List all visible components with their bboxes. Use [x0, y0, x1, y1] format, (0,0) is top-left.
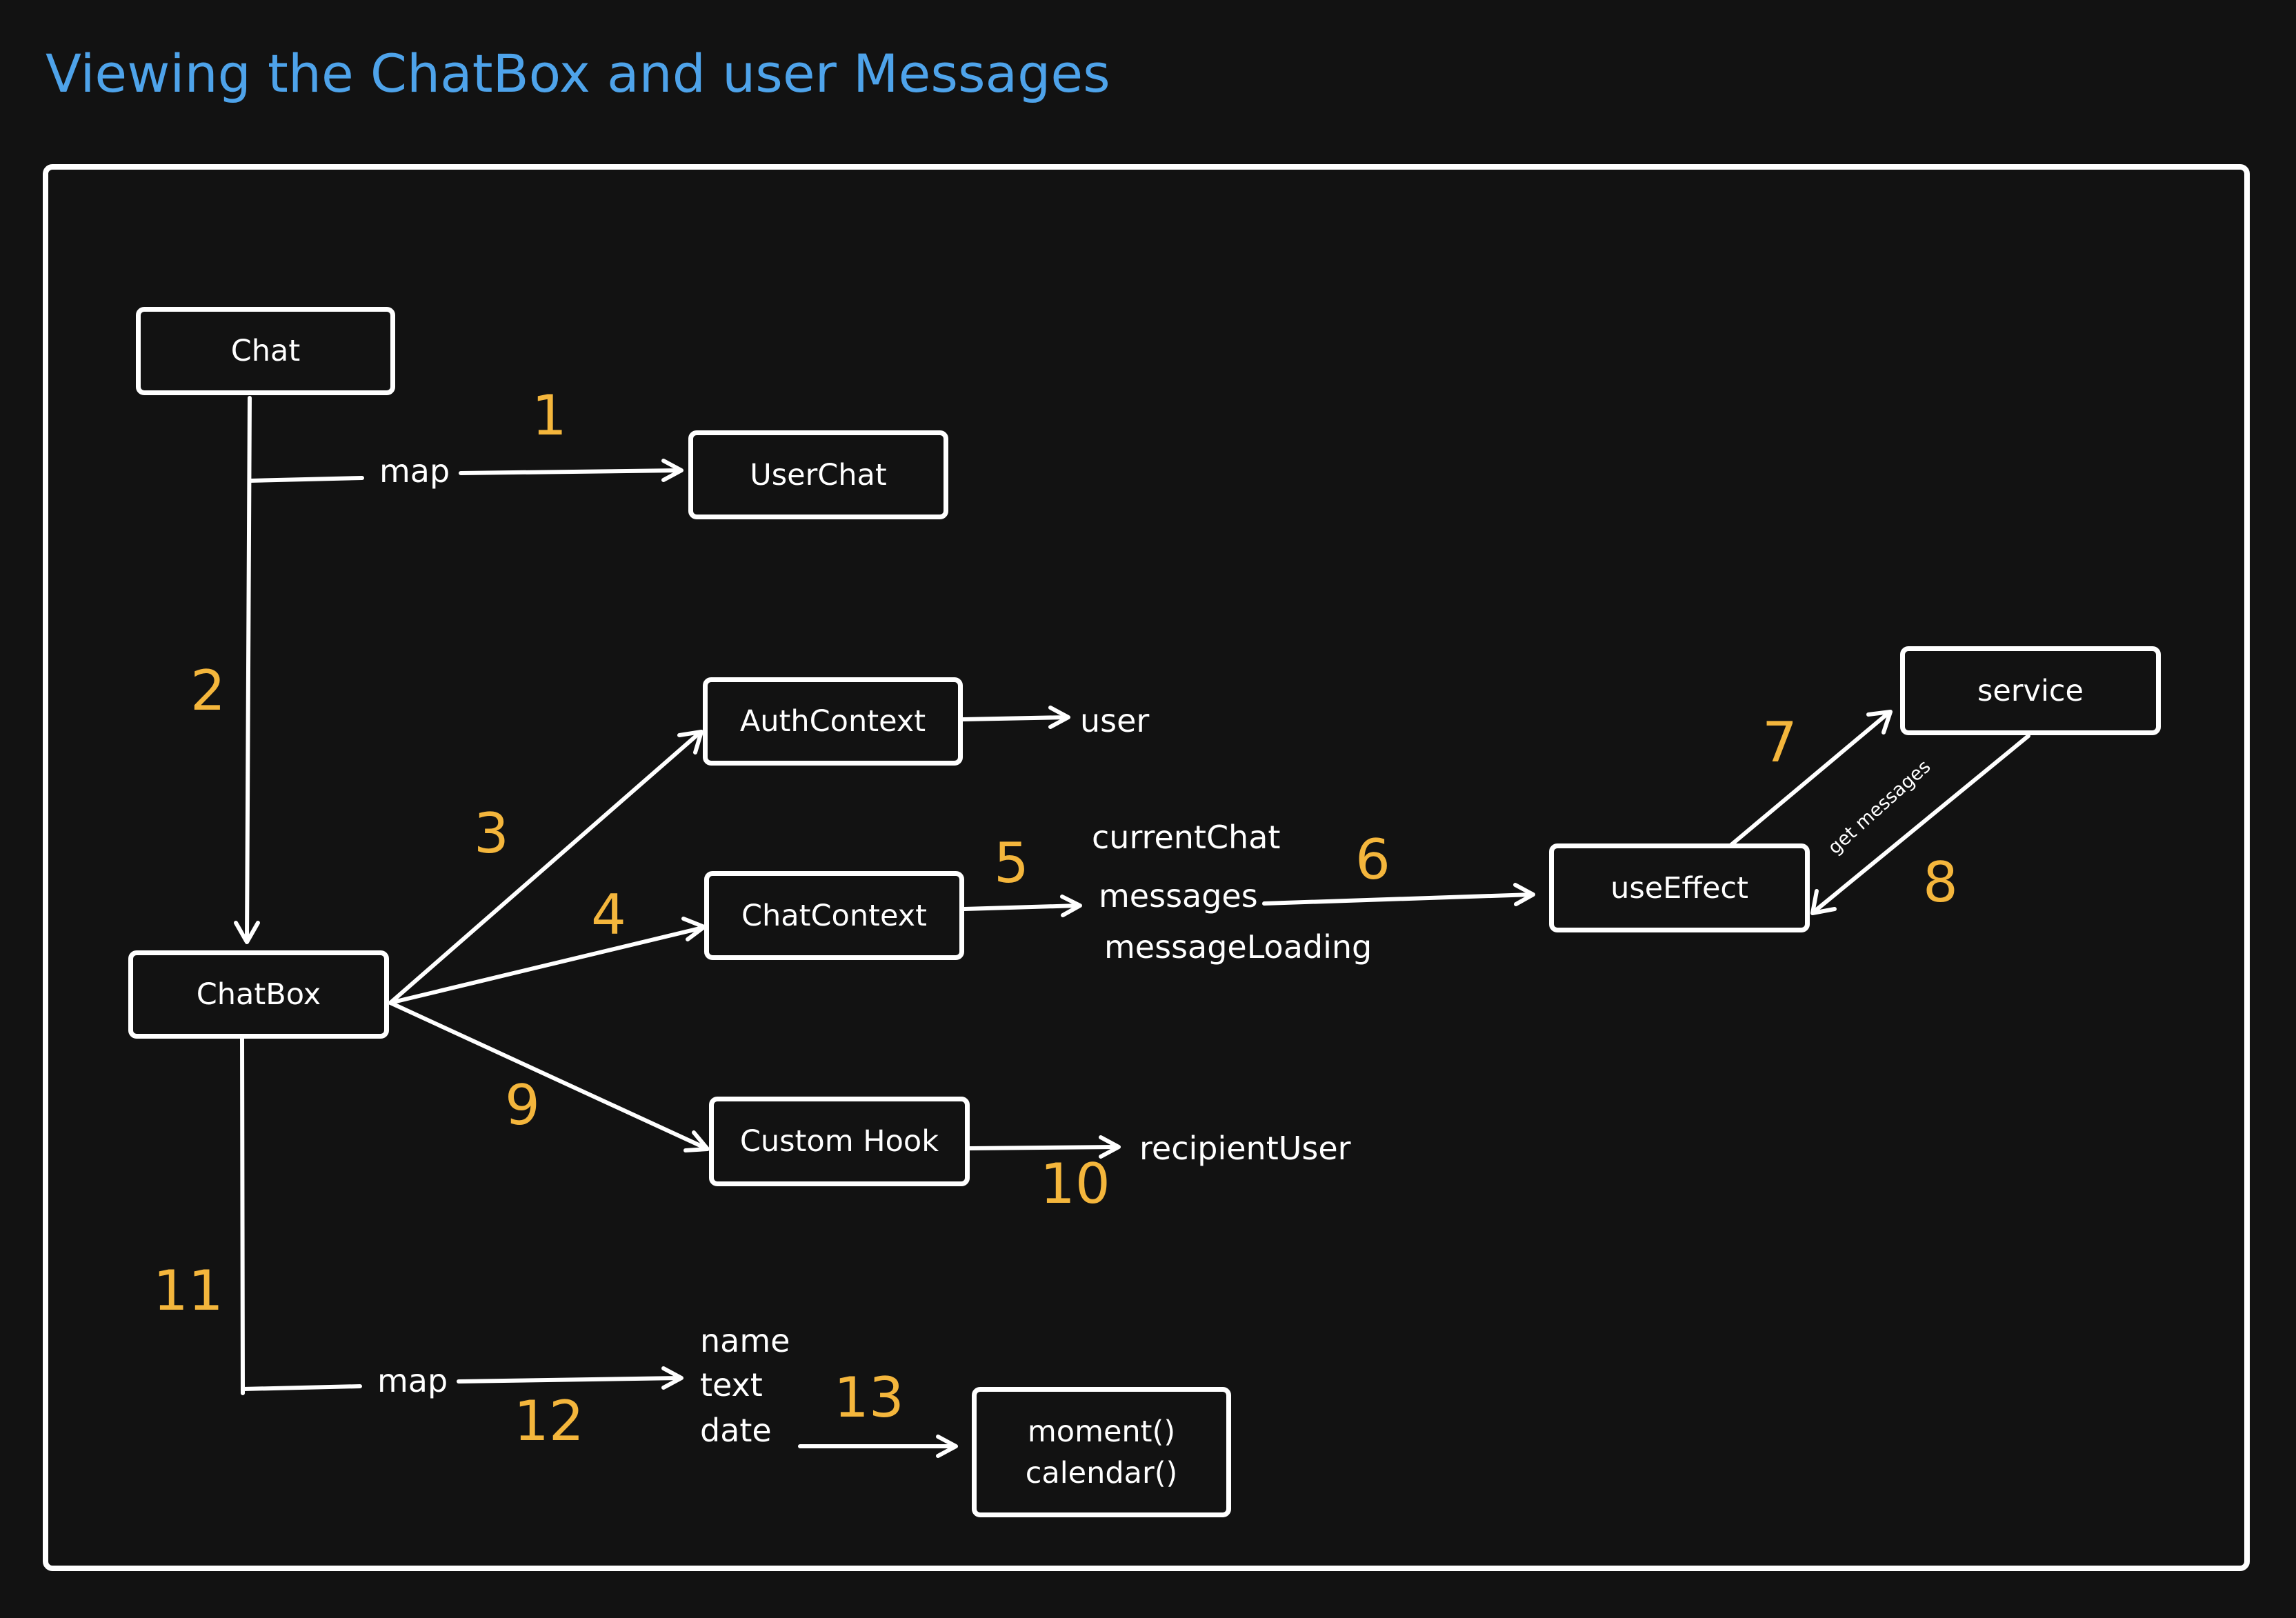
edge-chatbox-down [240, 1035, 245, 1395]
label-messages: messages [1099, 877, 1258, 915]
edge-service-useeffect [1812, 734, 2030, 914]
arrowhead-customhook [683, 1130, 710, 1152]
node-userchat-label: UserChat [750, 457, 887, 492]
page-title: Viewing the ChatBox and user Messages [46, 43, 1110, 104]
label-text: text [700, 1366, 763, 1404]
label-map-bottom: map [377, 1362, 448, 1399]
arrowhead-userchat [661, 459, 683, 482]
node-moment: moment() calendar() [972, 1387, 1231, 1517]
node-chatcontext: ChatContext [704, 871, 964, 960]
step-number: 6 [1355, 828, 1390, 892]
node-authcontext-label: AuthContext [739, 704, 926, 739]
step-number: 5 [994, 831, 1029, 895]
node-useeffect: useEffect [1549, 843, 1810, 932]
arrowhead-user [1048, 706, 1070, 729]
arrowhead-chatbox-top [234, 921, 260, 944]
edge-useeffect-service [1729, 710, 1891, 847]
step-number: 8 [1923, 850, 1958, 915]
edge-chatbox-chatcontext [388, 926, 705, 1005]
step-number: 10 [1040, 1152, 1110, 1216]
edge-map-fields [457, 1376, 682, 1384]
label-message-loading: messageLoading [1104, 928, 1372, 966]
arrowhead-useeffect [1513, 883, 1535, 906]
node-chatbox-label: ChatBox [196, 977, 321, 1012]
node-calendar-label: calendar() [1025, 1455, 1178, 1490]
arrowhead-messages [1060, 895, 1082, 917]
step-number: 9 [505, 1073, 540, 1137]
node-chat: Chat [136, 307, 395, 395]
step-number: 1 [532, 383, 567, 448]
step-number: 3 [474, 801, 509, 866]
edge-chat-chatbox [245, 396, 252, 943]
edge-chat-map-top [248, 476, 364, 483]
label-date: date [700, 1412, 772, 1449]
arrowhead-moment [936, 1435, 958, 1458]
label-name: name [700, 1322, 790, 1359]
node-userchat: UserChat [688, 430, 948, 519]
arrowhead-service [1866, 710, 1893, 735]
step-number: 13 [834, 1366, 904, 1430]
arrowhead-authcontext [677, 730, 703, 755]
edge-chatcontext-messages [962, 903, 1081, 911]
node-moment-label: moment() [1027, 1414, 1176, 1449]
label-user: user [1080, 702, 1150, 739]
label-current-chat: currentChat [1092, 819, 1281, 856]
node-service: service [1900, 646, 2161, 735]
arrowhead-useeffect-return [1810, 889, 1837, 915]
edge-chatbox-customhook [388, 1001, 708, 1150]
step-number: 11 [153, 1259, 223, 1323]
step-number: 12 [514, 1389, 584, 1453]
arrowhead-recipientuser [1099, 1135, 1121, 1159]
node-customhook: Custom Hook [709, 1097, 970, 1186]
label-recipient-user: recipientUser [1139, 1130, 1351, 1167]
step-number: 2 [190, 659, 226, 723]
edge-map-userchat [459, 468, 682, 475]
edge-messages-useeffect [1262, 892, 1534, 906]
diagram-frame [43, 164, 2250, 1571]
edge-chatbox-authcontext [388, 730, 702, 1005]
edge-customhook-recipientuser [968, 1145, 1119, 1150]
step-number: 7 [1762, 710, 1797, 775]
node-chatcontext-label: ChatContext [741, 898, 927, 933]
label-map-top: map [379, 452, 450, 490]
edge-chatbox-map-bottom [241, 1384, 362, 1391]
node-authcontext: AuthContext [703, 677, 963, 766]
edge-authcontext-user [961, 715, 1069, 721]
node-useeffect-label: useEffect [1610, 870, 1748, 906]
node-customhook-label: Custom Hook [739, 1124, 939, 1159]
step-number: 4 [591, 883, 626, 947]
node-service-label: service [1977, 673, 2084, 708]
node-chatbox: ChatBox [128, 950, 389, 1039]
node-chat-label: Chat [230, 334, 301, 368]
arrowhead-fields [661, 1366, 683, 1390]
